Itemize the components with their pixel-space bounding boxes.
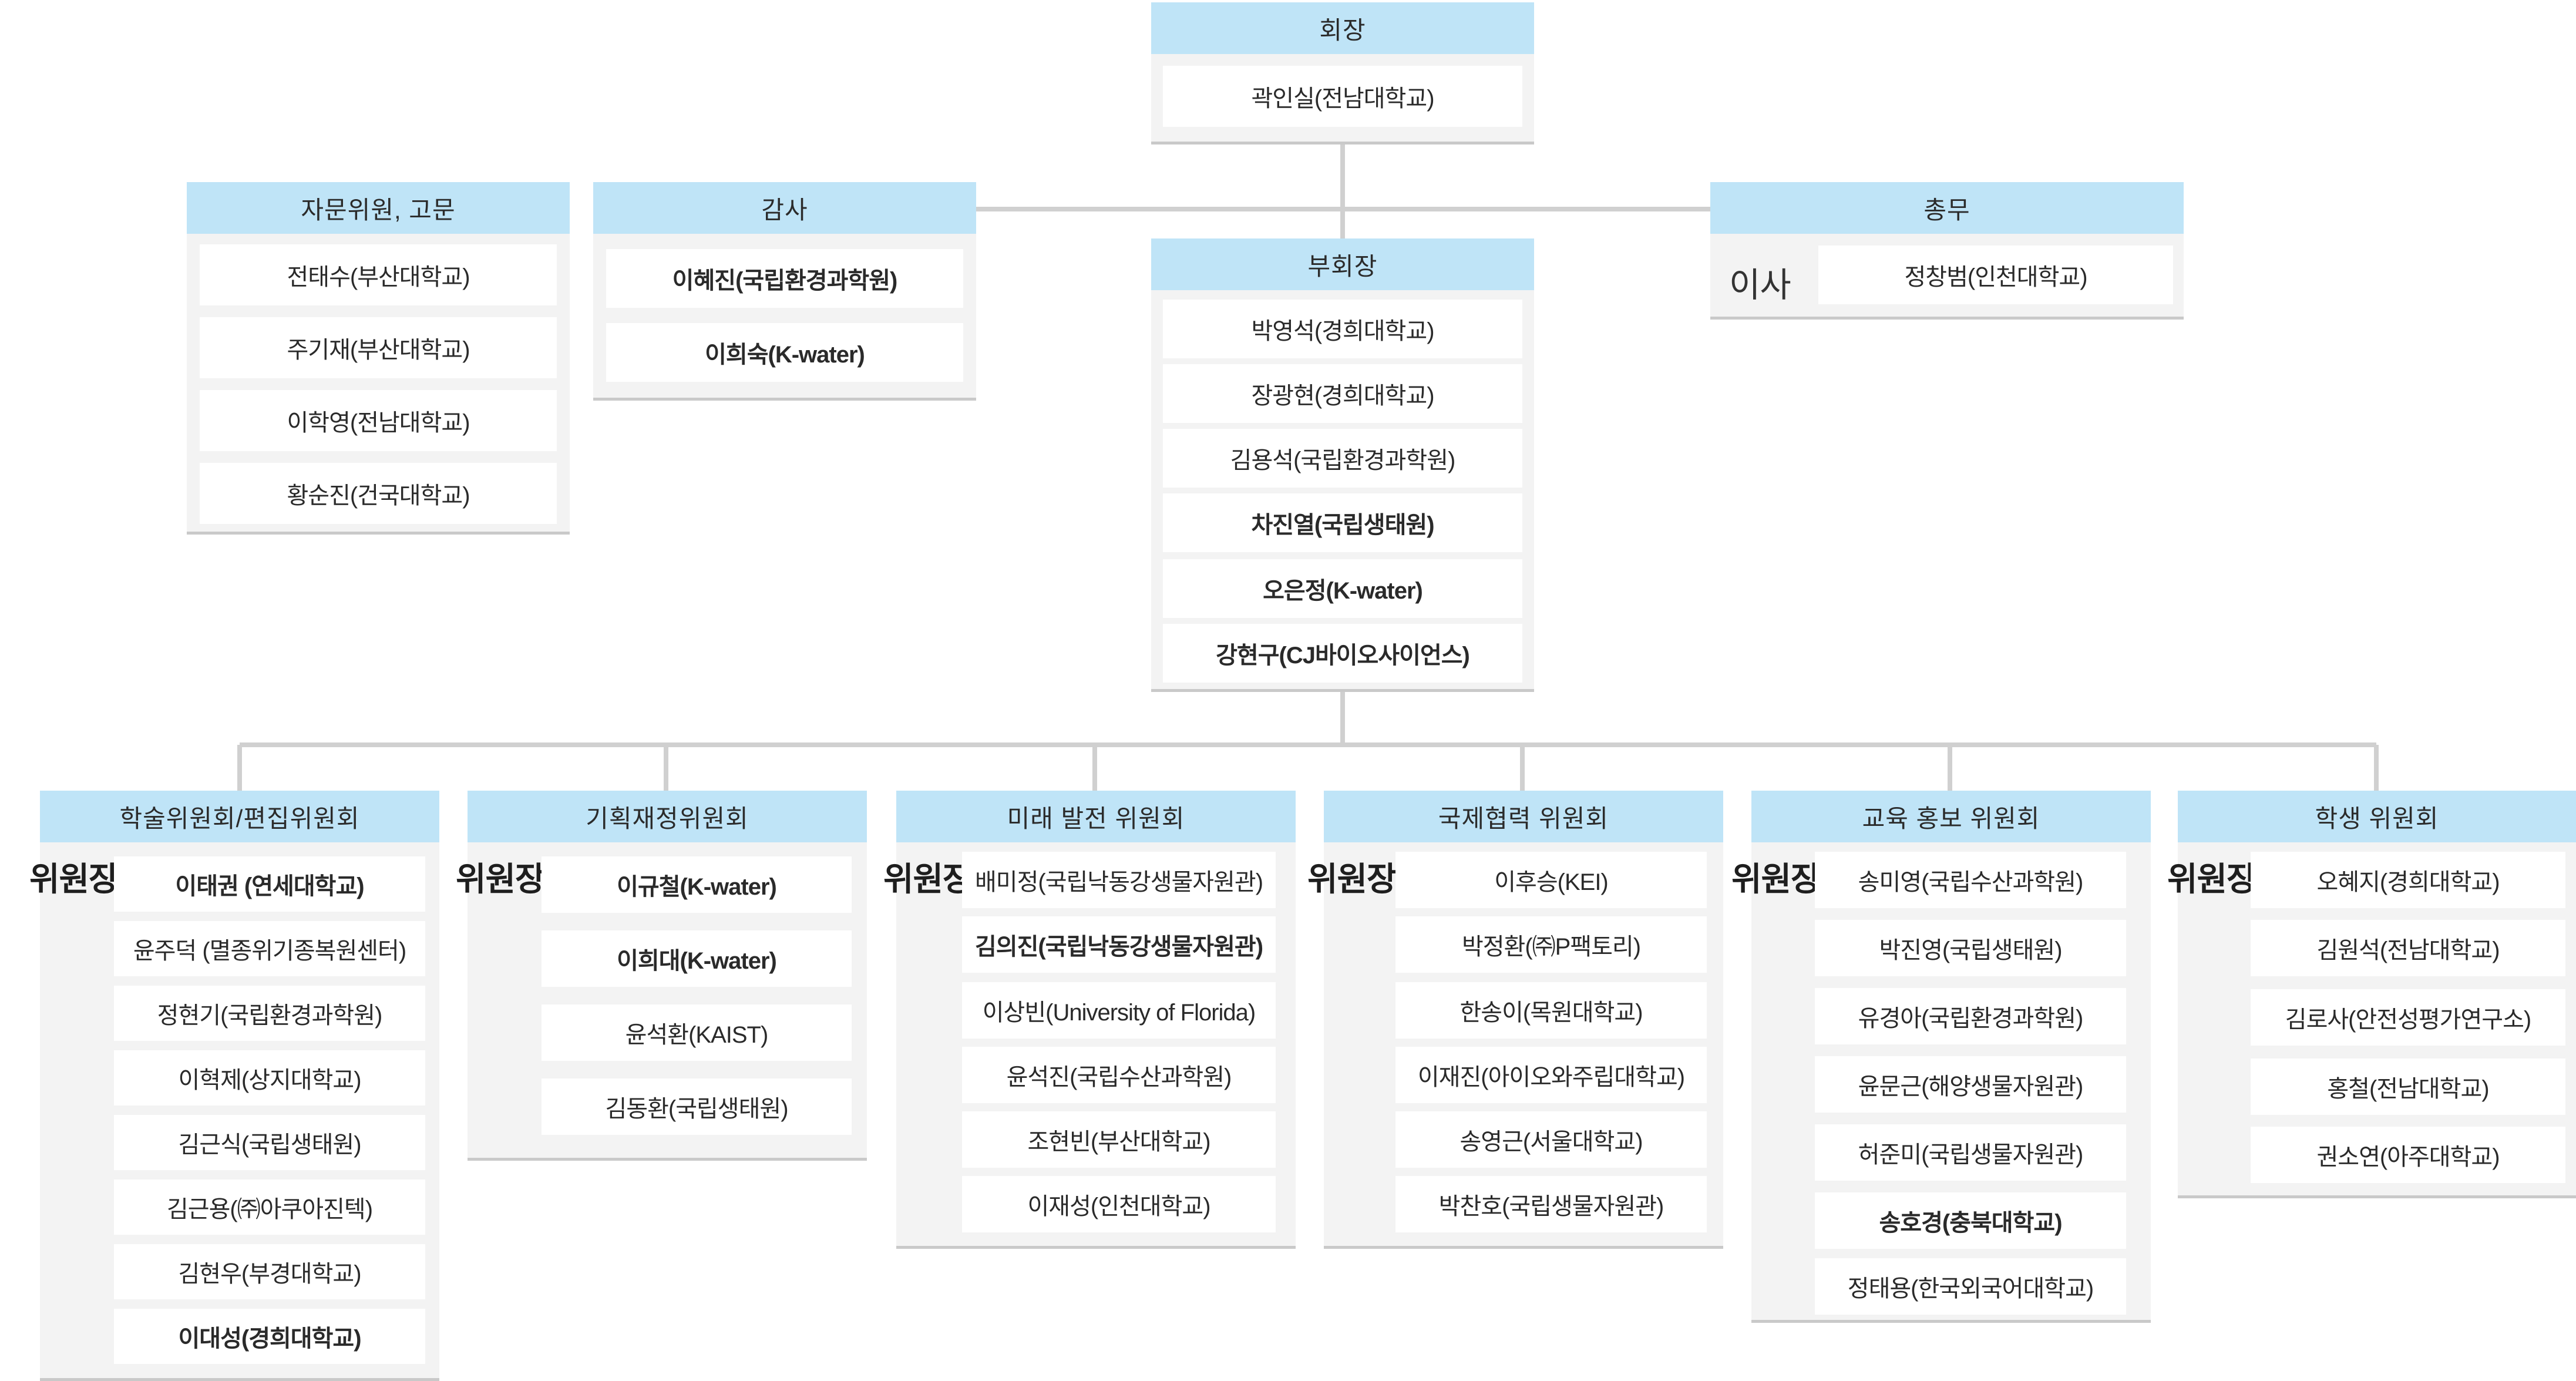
- general-affairs-role: 이사: [1729, 266, 1791, 304]
- committee-member: 이규철(K-water): [542, 856, 852, 913]
- committee-international-role: 위원장: [1307, 861, 1397, 898]
- committee-member: 정태용(한국외국어대학교): [1815, 1258, 2126, 1315]
- vice-president-member: 김용석(국립환경과학원): [1163, 429, 1522, 488]
- general-affairs-panel: 총무 이사 정창범(인천대학교): [1710, 182, 2184, 320]
- committee-planning-title: 기획재정위원회: [468, 791, 867, 842]
- president-panel: 회장 곽인실(전남대학교): [1151, 2, 1534, 145]
- committee-member: 홍철(전남대학교): [2251, 1059, 2565, 1115]
- committee-member: 권소연(아주대학교): [2251, 1127, 2565, 1183]
- committee-member: 이재성(인천대학교): [962, 1176, 1276, 1232]
- president-title: 회장: [1151, 2, 1534, 54]
- committee-international-title: 국제협력 위원회: [1324, 791, 1723, 842]
- committee-member: 이혁제(상지대학교): [114, 1050, 425, 1106]
- committee-planning-panel: 기획재정위원회 위원장 이규철(K-water) 이희대(K-water) 윤석…: [456, 791, 867, 1161]
- committee-member: 김의진(국립낙동강생물자원관): [962, 916, 1276, 973]
- committee-member: 오혜지(경희대학교): [2251, 852, 2565, 908]
- committee-member: 윤석환(KAIST): [542, 1004, 852, 1061]
- committee-student-role: 위원장: [2167, 861, 2257, 898]
- committee-member: 이태권 (연세대학교): [114, 856, 425, 912]
- committee-member: 이대성(경희대학교): [114, 1309, 425, 1364]
- auditor-title: 감사: [593, 182, 976, 234]
- advisor-member: 주기재(부산대학교): [200, 317, 557, 378]
- committee-member: 윤석진(국립수산과학원): [962, 1047, 1276, 1103]
- auditor-panel: 감사 이혜진(국립환경과학원) 이희숙(K-water): [593, 182, 976, 401]
- committee-member: 정현기(국립환경과학원): [114, 986, 425, 1041]
- vice-president-member: 장광현(경희대학교): [1163, 364, 1522, 423]
- committee-member: 송미영(국립수산과학원): [1815, 852, 2126, 908]
- general-affairs-title: 총무: [1710, 182, 2184, 234]
- committee-member: 조현빈(부산대학교): [962, 1111, 1276, 1168]
- committee-member: 이상빈(University of Florida): [962, 982, 1276, 1039]
- committee-student-panel: 학생 위원회 위원장 오혜지(경희대학교) 김원석(전남대학교) 김로사(안전성…: [2167, 791, 2576, 1198]
- committee-planning-role: 위원장: [456, 861, 546, 898]
- committee-education-role: 위원장: [1731, 861, 1821, 898]
- advisors-title: 자문위원, 고문: [187, 182, 570, 234]
- committee-member: 윤주덕 (멸종위기종복원센터): [114, 921, 425, 976]
- committee-member: 박정환(㈜P팩토리): [1395, 916, 1707, 973]
- committee-education-panel: 교육 홍보 위원회 위원장 송미영(국립수산과학원) 박진영(국립생태원) 유경…: [1731, 791, 2151, 1323]
- committee-member: 송호경(충북대학교): [1815, 1192, 2126, 1249]
- committee-member: 한송이(목원대학교): [1395, 982, 1707, 1039]
- vice-president-member: 박영석(경희대학교): [1163, 300, 1522, 358]
- committee-member: 박찬호(국립생물자원관): [1395, 1176, 1707, 1232]
- vice-president-member: 차진열(국립생태원): [1163, 493, 1522, 552]
- advisor-member: 이학영(전남대학교): [200, 390, 557, 451]
- committee-member: 김현우(부경대학교): [114, 1244, 425, 1299]
- advisor-member: 황순진(건국대학교): [200, 463, 557, 524]
- president-member: 곽인실(전남대학교): [1163, 66, 1522, 127]
- committee-future-role: 위원장: [883, 861, 973, 898]
- committee-member: 배미정(국립낙동강생물자원관): [962, 852, 1276, 908]
- auditor-member: 이혜진(국립환경과학원): [606, 249, 963, 308]
- committee-member: 이희대(K-water): [542, 930, 852, 987]
- committee-member: 이재진(아이오와주립대학교): [1395, 1047, 1707, 1103]
- committee-academic-title: 학술위원회/편집위원회: [40, 791, 439, 842]
- committee-member: 김동환(국립생태원): [542, 1078, 852, 1135]
- vice-president-member: 강현구(CJ바이오사이언스): [1163, 624, 1522, 683]
- committee-academic-panel: 학술위원회/편집위원회 위원장 이태권 (연세대학교) 윤주덕 (멸종위기종복원…: [29, 791, 439, 1381]
- vice-president-panel: 부회장 박영석(경희대학교) 장광현(경희대학교) 김용석(국립환경과학원) 차…: [1151, 238, 1534, 692]
- committee-member: 김로사(안전성평가연구소): [2251, 989, 2565, 1046]
- committee-academic-role: 위원장: [29, 861, 119, 898]
- vice-president-member: 오은정(K-water): [1163, 559, 1522, 618]
- committee-member: 유경아(국립환경과학원): [1815, 988, 2126, 1044]
- committee-member: 김원석(전남대학교): [2251, 920, 2565, 976]
- committee-member: 윤문근(해양생물자원관): [1815, 1056, 2126, 1113]
- committee-student-title: 학생 위원회: [2178, 791, 2576, 842]
- vice-president-title: 부회장: [1151, 238, 1534, 290]
- committee-member: 박진영(국립생태원): [1815, 920, 2126, 976]
- advisors-panel: 자문위원, 고문 전태수(부산대학교) 주기재(부산대학교) 이학영(전남대학교…: [187, 182, 570, 535]
- committee-future-title: 미래 발전 위원회: [896, 791, 1296, 842]
- committee-future-panel: 미래 발전 위원회 위원장 배미정(국립낙동강생물자원관) 김의진(국립낙동강생…: [883, 791, 1296, 1249]
- committee-education-title: 교육 홍보 위원회: [1751, 791, 2151, 842]
- committee-member: 김근식(국립생태원): [114, 1115, 425, 1170]
- general-affairs-member: 정창범(인천대학교): [1818, 246, 2173, 304]
- committee-member: 김근용(㈜아쿠아진텍): [114, 1180, 425, 1235]
- auditor-member: 이희숙(K-water): [606, 323, 963, 382]
- committee-international-panel: 국제협력 위원회 위원장 이후승(KEI) 박정환(㈜P팩토리) 한송이(목원대…: [1307, 791, 1723, 1249]
- committee-member: 이후승(KEI): [1395, 852, 1707, 908]
- committee-member: 허준미(국립생물자원관): [1815, 1124, 2126, 1181]
- advisor-member: 전태수(부산대학교): [200, 244, 557, 305]
- committee-member: 송영근(서울대학교): [1395, 1111, 1707, 1168]
